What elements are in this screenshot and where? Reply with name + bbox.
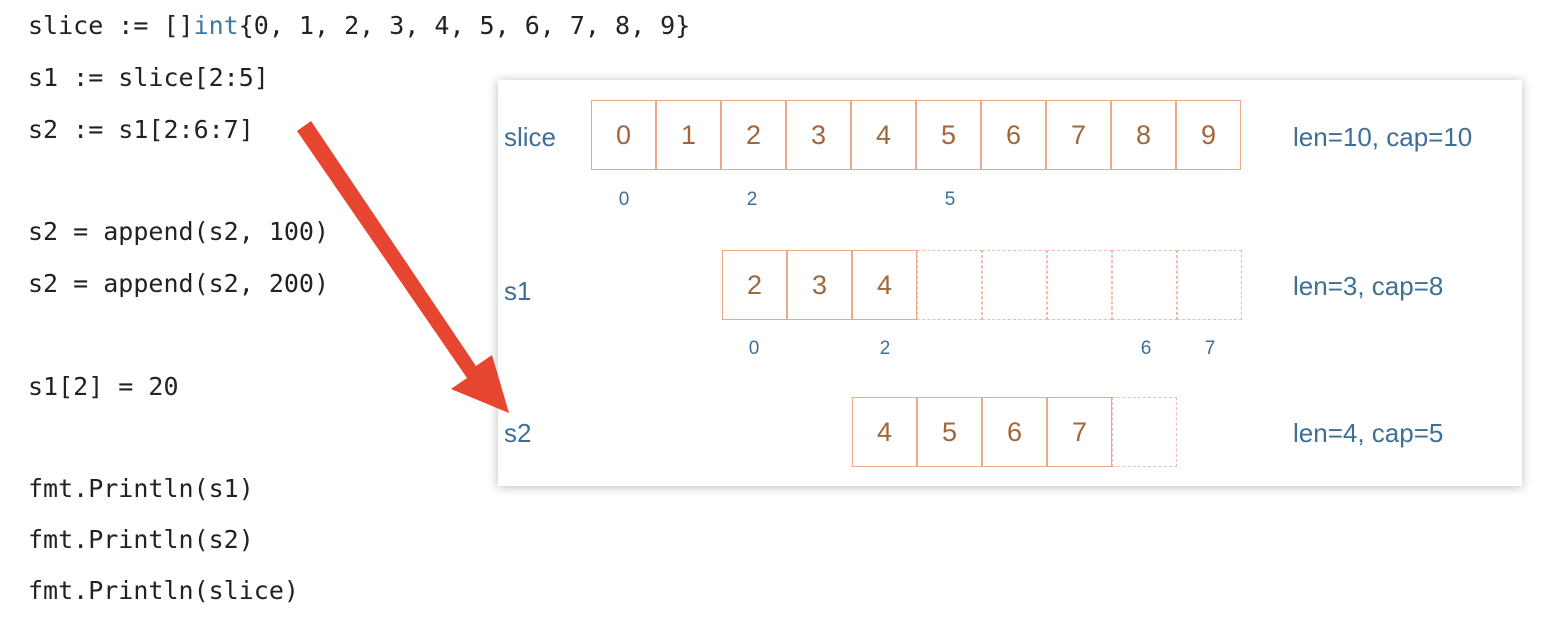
code-line-8: fmt.Println(s2): [28, 525, 254, 554]
s1-cell: 2: [722, 250, 787, 320]
s2-cell: 7: [1047, 397, 1112, 467]
code-line-6: s1[2] = 20: [28, 372, 179, 401]
slice-index: 0: [618, 189, 630, 210]
s1-row-label: s1: [504, 276, 532, 306]
s1-capacity-cell: [917, 250, 982, 320]
slice-cell: 6: [981, 100, 1046, 170]
code-line-5: s2 = append(s2, 200): [28, 269, 330, 298]
code-keyword: int: [193, 11, 239, 40]
slice-index: 5: [944, 189, 956, 210]
slice-diagram-panel: slice 0 1 2 3 4 5 6 7 8 9 0 2 5 len=10, …: [498, 80, 1522, 486]
code-text: {0, 1, 2, 3, 4, 5, 6, 7, 8, 9}: [238, 11, 691, 40]
s2-row-label: s2: [504, 418, 532, 448]
s1-capacity-cell: [982, 250, 1047, 320]
s1-cell: 3: [787, 250, 852, 320]
slice-cell: 9: [1176, 100, 1241, 170]
s2-cell: 4: [852, 397, 917, 467]
code-line-9: fmt.Println(slice): [28, 576, 299, 605]
s1-capacity-cell: [1177, 250, 1242, 320]
slice-cell: 7: [1046, 100, 1111, 170]
s2-cell: 6: [982, 397, 1047, 467]
slice-cell: 3: [786, 100, 851, 170]
slice-cell: 5: [916, 100, 981, 170]
code-line-3: s2 := s1[2:6:7]: [28, 115, 254, 144]
s2-len-cap: len=4, cap=5: [1293, 418, 1444, 448]
slice-cell: 4: [851, 100, 916, 170]
slice-cell: 2: [721, 100, 786, 170]
slice-index: 2: [746, 189, 758, 210]
s1-index: 6: [1140, 338, 1152, 359]
slice-row-label: slice: [504, 122, 557, 152]
s2-capacity-cell: [1112, 397, 1177, 467]
slice-cell: 0: [591, 100, 656, 170]
slice-len-cap: len=10, cap=10: [1293, 122, 1473, 152]
slice-cell: 1: [656, 100, 721, 170]
code-text: slice := []: [28, 11, 194, 40]
s1-index: 2: [879, 338, 891, 359]
s1-capacity-cell: [1047, 250, 1112, 320]
arrow-shape: [297, 121, 509, 413]
code-line-4: s2 = append(s2, 100): [28, 217, 330, 246]
s1-len-cap: len=3, cap=8: [1293, 271, 1444, 301]
s1-cell: 4: [852, 250, 917, 320]
code-line-7: fmt.Println(s1): [28, 474, 254, 503]
s1-index: 7: [1204, 338, 1216, 359]
s1-index: 0: [748, 338, 760, 359]
code-line-2: s1 := slice[2:5]: [28, 63, 269, 92]
s1-capacity-cell: [1112, 250, 1177, 320]
code-line-1: slice := []int{0, 1, 2, 3, 4, 5, 6, 7, 8…: [28, 6, 690, 46]
slice-cell: 8: [1111, 100, 1176, 170]
s2-cell: 5: [917, 397, 982, 467]
